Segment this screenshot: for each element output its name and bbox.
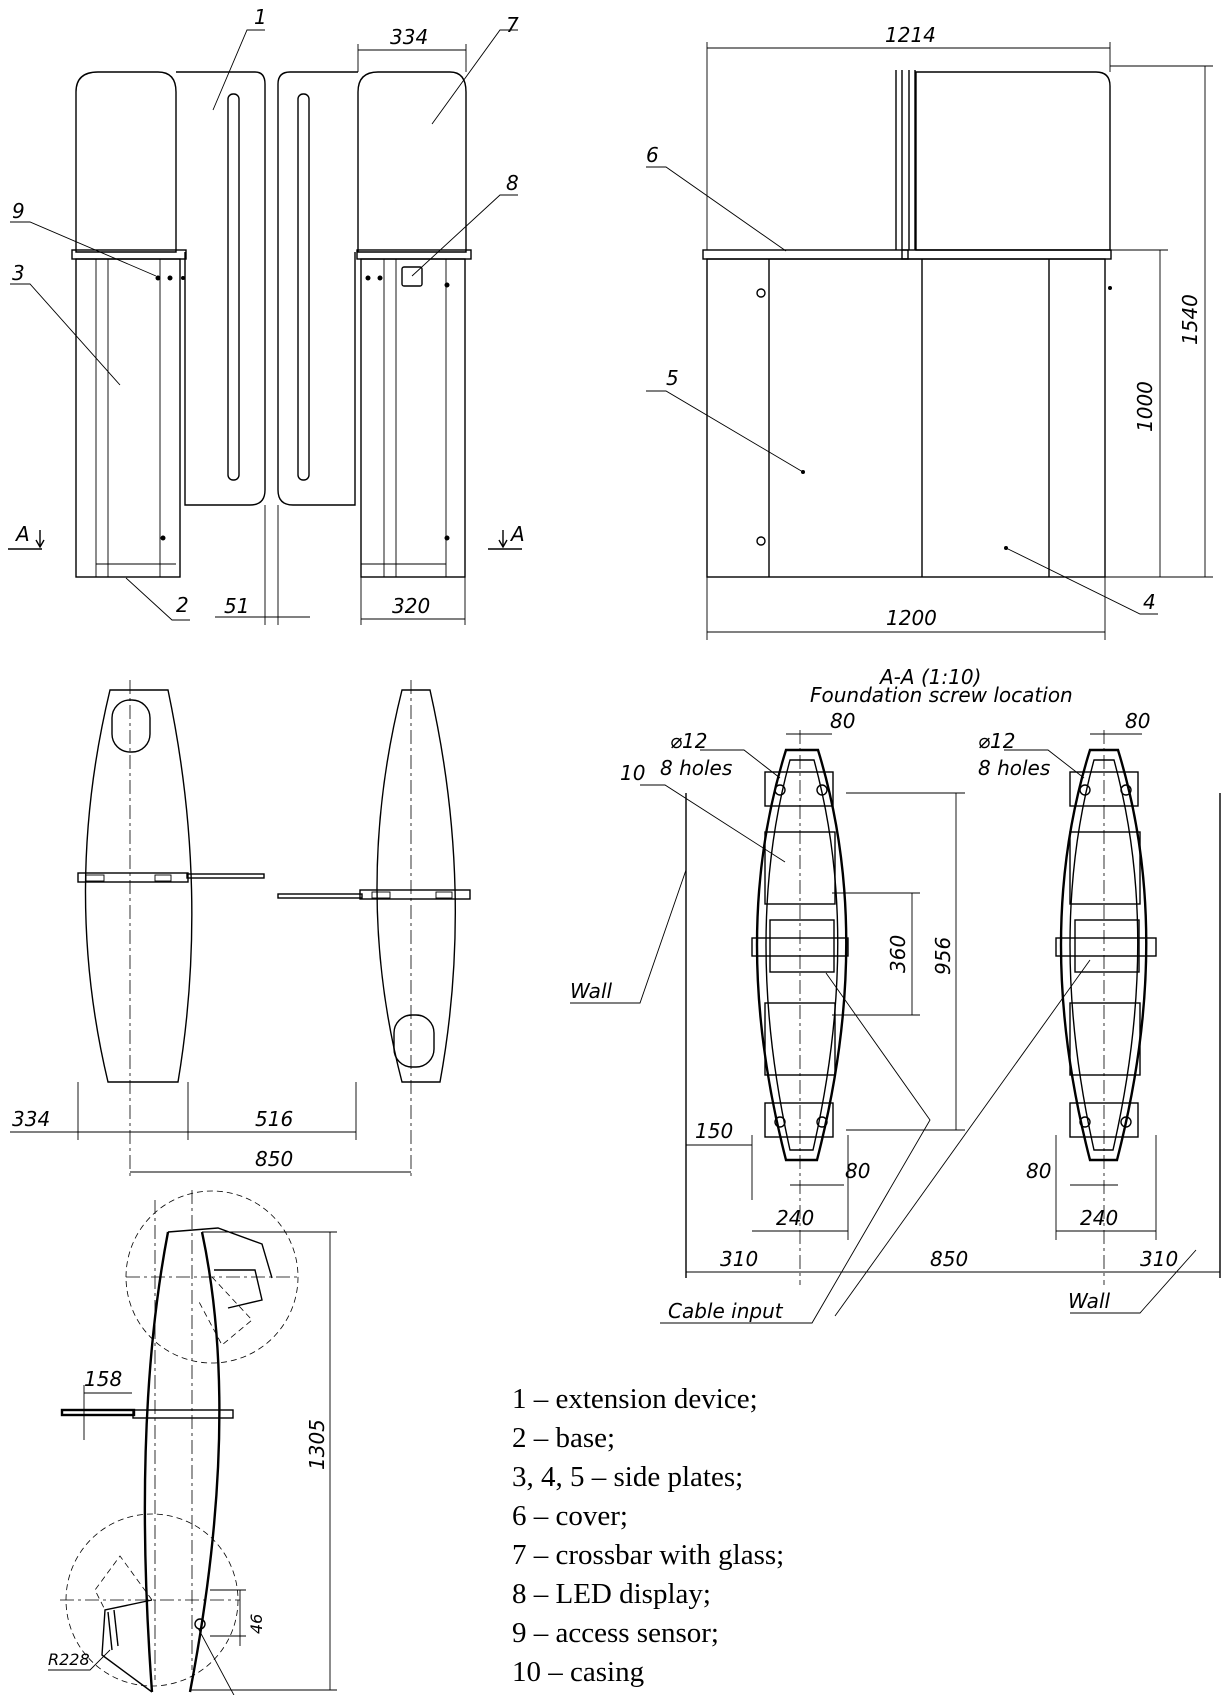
label-5: 5 — [666, 366, 679, 390]
legend-item: 8 – LED display; — [512, 1578, 711, 1610]
dim-80-top-right: 80 — [1125, 709, 1150, 733]
label-4: 4 — [1143, 590, 1156, 614]
dim-1305: 1305 — [305, 1419, 329, 1470]
section-mark-left: A — [14, 522, 30, 546]
dim-310-right: 310 — [1140, 1247, 1178, 1271]
dim-334-top-view: 334 — [12, 1107, 50, 1131]
holes-count-right: 8 holes — [978, 756, 1050, 780]
legend-item: 1 – extension device; — [512, 1383, 758, 1415]
holes-dia-left: ⌀12 — [670, 729, 708, 753]
legend-item: 10 – casing — [512, 1656, 645, 1688]
legend: 1 – extension device; 2 – base; 3, 4, 5 … — [512, 1380, 1072, 1692]
dim-850-top-view: 850 — [255, 1147, 293, 1171]
dim-80-bottom-right: 80 — [1026, 1159, 1051, 1183]
dim-51: 51 — [224, 594, 249, 618]
dim-240-right: 240 — [1080, 1206, 1118, 1230]
dim-516: 516 — [255, 1107, 293, 1131]
dim-r228: R228 — [48, 1650, 90, 1669]
section-a-a: A-A (1:10) Foundation screw location ⌀12… — [570, 665, 1221, 1324]
swing-view: 158 1305 46 R228 — [48, 1190, 337, 1695]
dim-158: 158 — [84, 1367, 122, 1391]
section-mark-right: A — [509, 522, 525, 546]
label-1: 1 — [254, 5, 267, 29]
label-6: 6 — [646, 143, 659, 167]
holes-count-left: 8 holes — [660, 756, 732, 780]
section-title: A-A (1:10) — [878, 665, 981, 689]
section-subtitle: Foundation screw location — [810, 683, 1073, 707]
label-7: 7 — [506, 13, 519, 37]
dim-850-section: 850 — [930, 1247, 968, 1271]
dim-334-top: 334 — [390, 25, 428, 49]
label-9: 9 — [12, 199, 25, 223]
legend-item: 2 – base; — [512, 1422, 616, 1454]
casing-label: 10 — [620, 761, 645, 785]
legend-item: 3, 4, 5 – side plates; — [512, 1461, 744, 1493]
label-2: 2 — [176, 593, 189, 617]
wall-label-right: Wall — [1068, 1289, 1110, 1313]
dim-1000: 1000 — [1133, 381, 1157, 432]
top-view: 334 516 850 — [10, 680, 471, 1180]
dim-1540: 1540 — [1178, 294, 1202, 345]
label-3: 3 — [12, 261, 25, 285]
dim-46: 46 — [247, 1614, 266, 1634]
dim-956: 956 — [931, 937, 955, 975]
cable-input-label: Cable input — [668, 1299, 784, 1323]
wall-label-left: Wall — [570, 979, 612, 1003]
label-8: 8 — [506, 171, 519, 195]
dim-80-top-left: 80 — [830, 709, 855, 733]
dim-360: 360 — [886, 935, 910, 973]
dim-80-bottom-left: 80 — [845, 1159, 870, 1183]
dim-1214: 1214 — [885, 23, 936, 47]
legend-item: 7 – crossbar with glass; — [512, 1539, 785, 1571]
dim-150: 150 — [695, 1119, 733, 1143]
front-view: 1 7 9 8 3 2 334 51 320 A A — [8, 5, 525, 625]
legend-item: 6 – cover; — [512, 1500, 628, 1532]
dim-240-left: 240 — [776, 1206, 814, 1230]
dim-1200: 1200 — [886, 606, 937, 630]
dim-310-left: 310 — [720, 1247, 758, 1271]
side-view: 6 5 4 1214 1540 1000 1200 — [646, 23, 1213, 640]
legend-item: 9 – access sensor; — [512, 1617, 719, 1649]
dim-320: 320 — [392, 594, 430, 618]
holes-dia-right: ⌀12 — [978, 729, 1016, 753]
